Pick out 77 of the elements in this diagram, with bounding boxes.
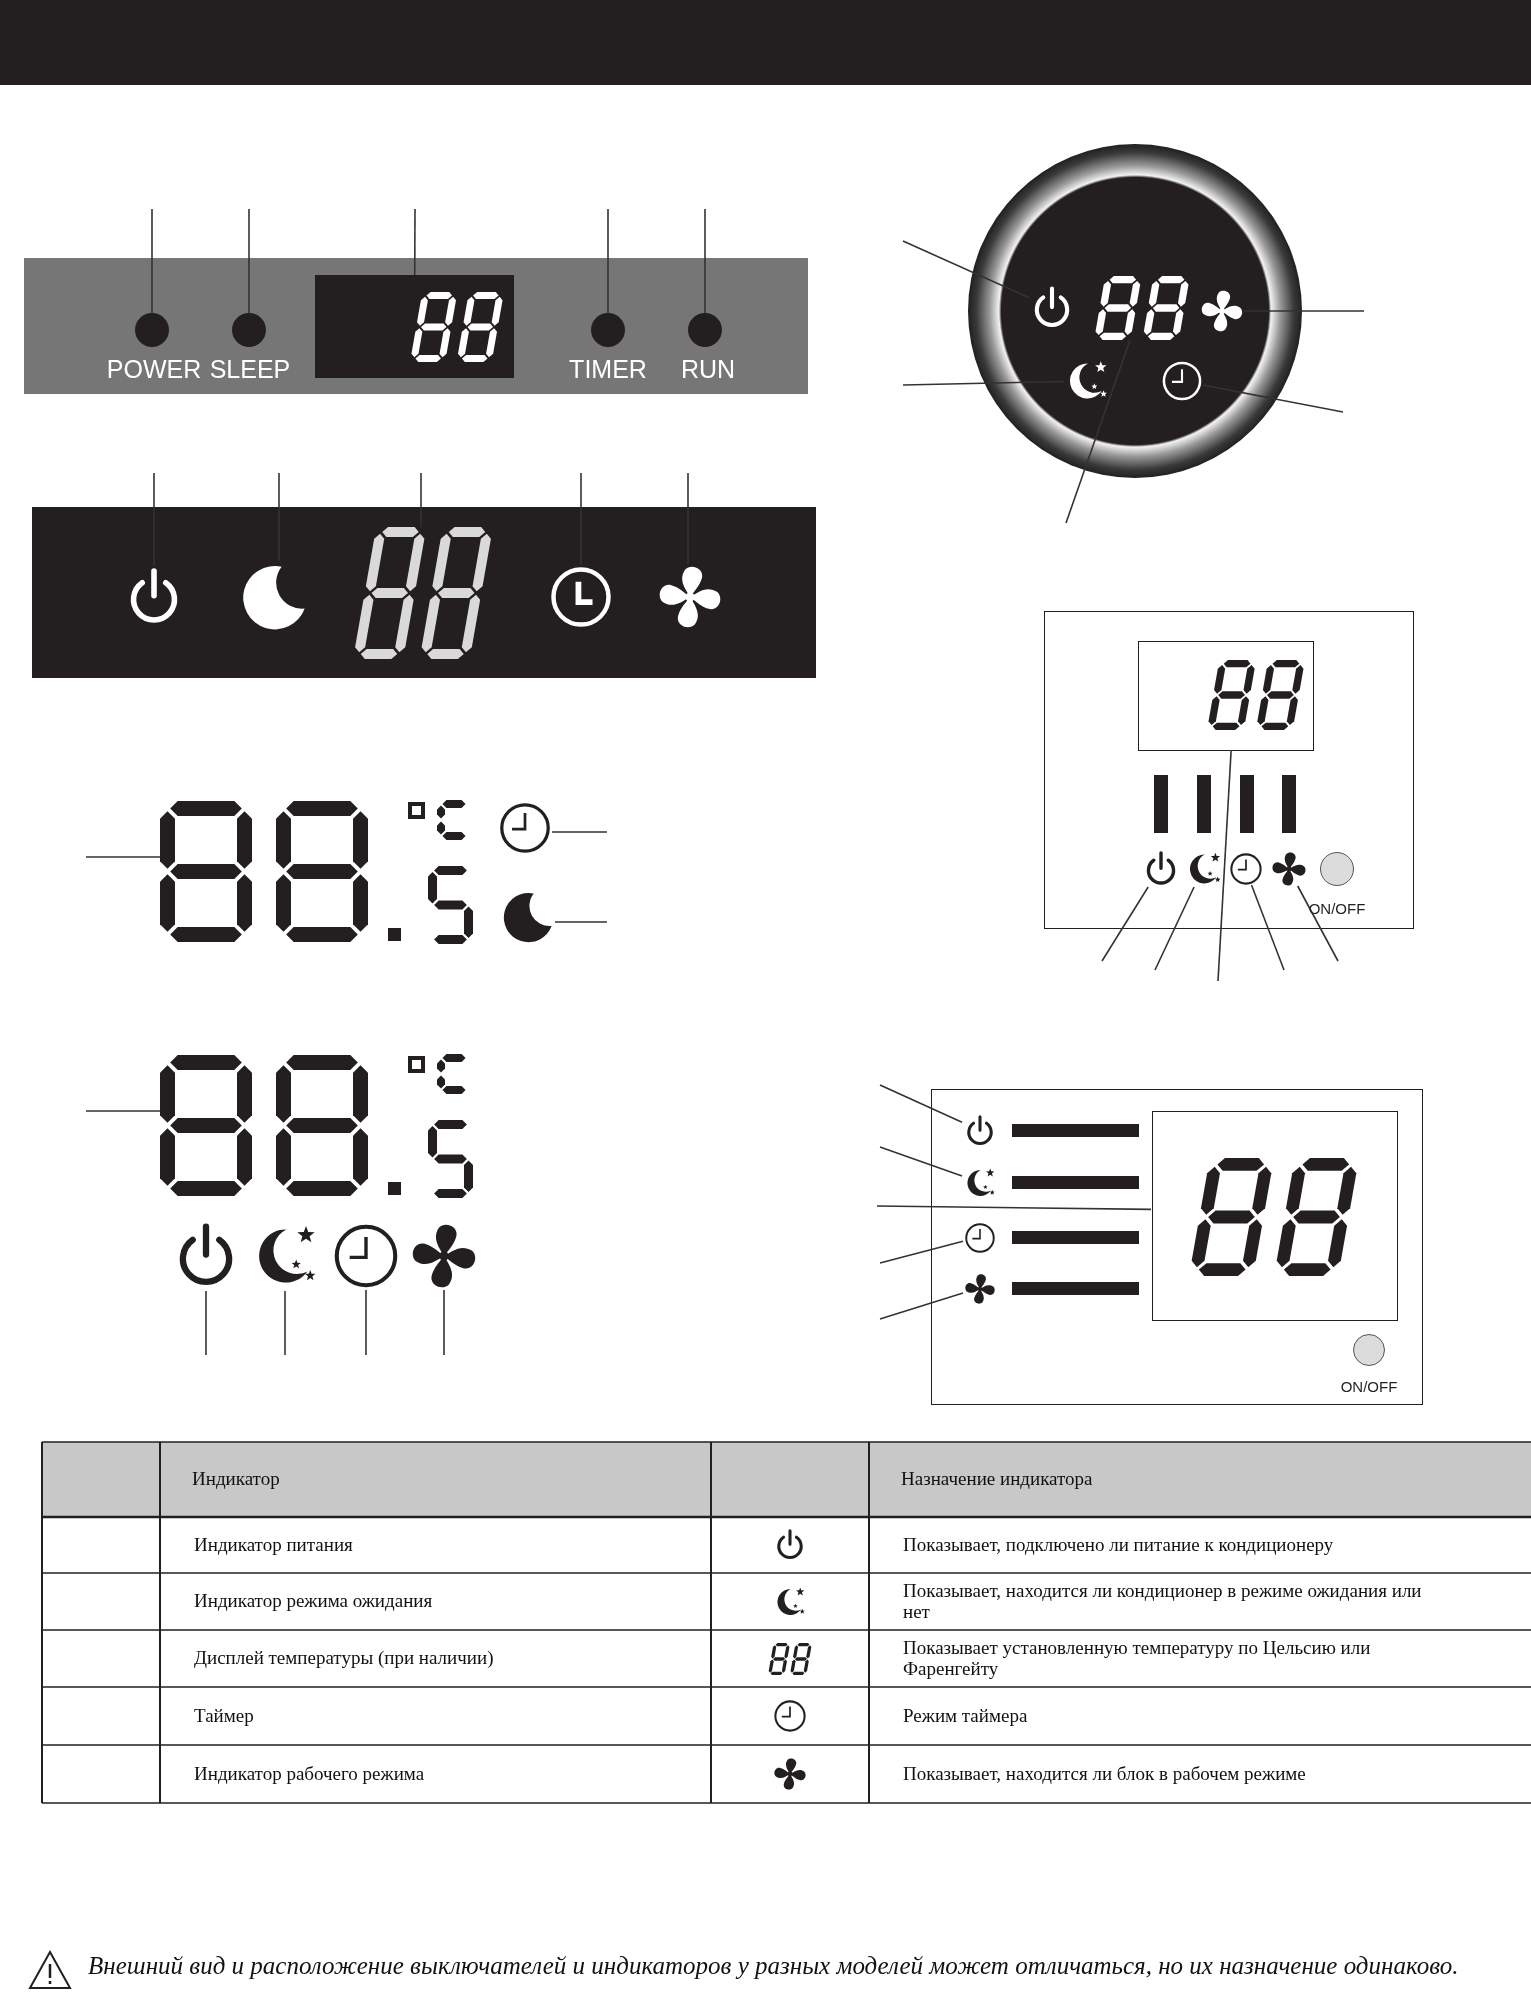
leader-line xyxy=(413,208,416,276)
leader-line xyxy=(1154,886,1195,971)
leader-line xyxy=(278,472,280,562)
control-panel xyxy=(931,1089,1423,1405)
table-header: Индикатор xyxy=(192,1467,281,1492)
leader-line xyxy=(879,1146,963,1177)
indicator-description: Показывает, подключено ли питание к кондиционеру xyxy=(903,1532,1335,1557)
leader-line xyxy=(879,1084,963,1124)
leader-line xyxy=(205,1290,207,1356)
display-screen xyxy=(1152,1111,1398,1321)
indicator-light xyxy=(591,313,625,347)
fan-icon xyxy=(1271,851,1307,887)
indicator-name: Индикатор питания xyxy=(194,1532,354,1557)
indicator-description: Показывает, находится ли блок в рабочем режиме xyxy=(903,1761,1307,1786)
control-panel xyxy=(1044,611,1414,929)
leader-line xyxy=(879,1292,964,1320)
table-header: Назначение индикатора xyxy=(901,1467,1094,1492)
leader-line xyxy=(443,1289,445,1356)
leader-line xyxy=(1101,886,1149,962)
leader-line xyxy=(1243,310,1365,312)
clock-icon xyxy=(498,801,552,855)
indicator-label: RUN xyxy=(680,356,736,382)
leader-line xyxy=(85,1110,161,1112)
leader-line xyxy=(551,831,608,833)
display-panel xyxy=(32,507,816,678)
indicator-light xyxy=(688,313,722,347)
leader-line xyxy=(1065,339,1131,524)
leader-line xyxy=(687,472,689,565)
control-panel xyxy=(24,258,808,394)
leader-line xyxy=(284,1290,286,1356)
leader-line xyxy=(580,472,582,566)
indicator-description: Режим таймера xyxy=(903,1703,1029,1728)
leader-line xyxy=(1217,749,1232,982)
button-label: ON/OFF xyxy=(1340,1378,1398,1394)
display-screen xyxy=(1138,641,1314,751)
leader-line xyxy=(902,240,1030,299)
clock-icon xyxy=(1161,360,1203,402)
indicator-label: SLEEP xyxy=(209,356,291,382)
indicator-name: Индикатор рабочего режима xyxy=(194,1761,426,1786)
note-text: Внешний вид и расположение выключателей и индикаторов у разных моделей может отличаться, но их назначение одинаково. xyxy=(88,1951,1460,1981)
display-screen xyxy=(315,275,514,378)
fan-icon xyxy=(410,1222,478,1290)
leader-line xyxy=(1296,885,1339,962)
clock-icon xyxy=(332,1222,400,1290)
segment-digits-drawing xyxy=(353,527,493,659)
leader-line xyxy=(85,856,161,858)
leader-line xyxy=(153,472,155,567)
leader-line xyxy=(704,208,706,314)
indicator-description: Показывает, находится ли кондиционер в режиме ожидания или нет xyxy=(903,1578,1423,1624)
leader-line xyxy=(1202,384,1344,413)
leader-line xyxy=(902,380,1065,386)
segment-digits-drawing xyxy=(1094,276,1190,340)
leader-line xyxy=(420,472,422,528)
round-control-panel xyxy=(968,144,1302,478)
fan-icon xyxy=(657,564,723,630)
leader-line xyxy=(365,1289,367,1356)
indicator-light xyxy=(232,313,266,347)
leader-line xyxy=(607,208,609,314)
fan-icon xyxy=(964,1273,996,1305)
leader-line xyxy=(876,1205,1152,1211)
indicator-label: POWER xyxy=(106,356,202,382)
leader-line xyxy=(151,208,153,314)
leader-line xyxy=(248,208,250,314)
clock-icon xyxy=(964,1222,996,1254)
indicator-description: Показывает установленную температуру по Цельсию или Фаренгейту xyxy=(903,1635,1372,1681)
indicator-name: Дисплей температуры (при наличии) xyxy=(194,1646,495,1671)
indicator-light xyxy=(135,313,169,347)
button-label: ON/OFF xyxy=(1308,900,1366,916)
indicator-name: Таймер xyxy=(194,1703,255,1728)
leader-line xyxy=(554,921,608,923)
fan-icon xyxy=(1200,289,1244,333)
indicator-name: Индикатор режима ожидания xyxy=(194,1589,434,1614)
clock-icon xyxy=(1229,852,1263,886)
leader-line xyxy=(1250,884,1285,971)
leader-line xyxy=(879,1240,964,1264)
indicator-label: TIMER xyxy=(569,356,647,382)
clock-icon xyxy=(549,565,613,629)
